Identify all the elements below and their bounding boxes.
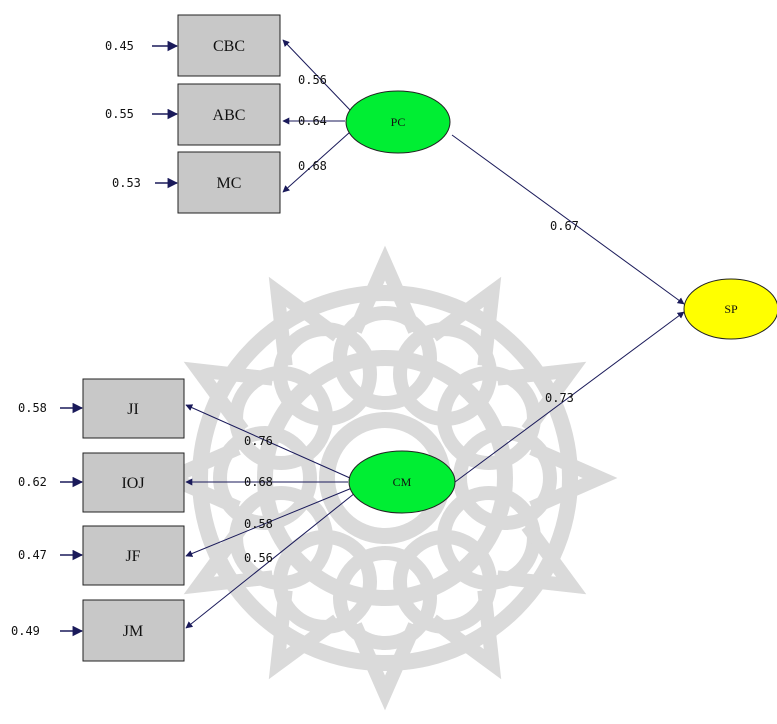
path-value-pc-sp: 0.67 (550, 219, 579, 233)
loading-value-abc: 0.64 (298, 114, 327, 128)
error-value-mc: 0.53 (112, 176, 141, 190)
indicator-label: ABC (213, 107, 246, 124)
indicator-jm: JM (82, 599, 185, 662)
error-value-cbc: 0.45 (105, 39, 134, 53)
error-value-jm: 0.49 (11, 624, 40, 638)
error-value-ioj: 0.62 (18, 475, 47, 489)
loading-value-jm: 0.56 (244, 551, 273, 565)
indicator-label: IOJ (121, 475, 144, 492)
loading-value-jf: 0.58 (244, 517, 273, 531)
error-value-jf: 0.47 (18, 548, 47, 562)
indicator-label: MC (217, 175, 242, 192)
loading-cm-ji (185, 404, 351, 479)
indicator-jf: JF (82, 525, 185, 586)
path-pc-to-sp (451, 134, 685, 305)
error-value-ji: 0.58 (18, 401, 47, 415)
path-value-cm-sp: 0.73 (545, 391, 574, 405)
latent-label: CM (393, 475, 412, 489)
indicator-label: CBC (213, 38, 245, 55)
latent-label: SP (724, 302, 738, 316)
indicator-mc: MC (177, 151, 281, 214)
indicator-ioj: IOJ (82, 452, 185, 513)
loading-value-ji: 0.76 (244, 434, 273, 448)
indicator-label: JM (123, 623, 143, 640)
loading-cm-jf (185, 487, 353, 557)
path-cm-to-sp (454, 311, 685, 483)
indicator-label: JF (125, 548, 140, 565)
latent-pc: PC (345, 90, 451, 154)
latent-label: PC (391, 115, 406, 129)
latent-cm: CM (348, 450, 456, 514)
latent-sp: SP (683, 278, 777, 340)
loading-value-ioj: 0.68 (244, 475, 273, 489)
loading-cm-jm (185, 492, 356, 629)
loading-pc-mc (282, 131, 351, 193)
indicator-cbc: CBC (177, 14, 281, 77)
loading-value-mc: 0.68 (298, 159, 327, 173)
indicator-ji: JI (82, 378, 185, 439)
indicator-abc: ABC (177, 83, 281, 146)
loading-value-cbc: 0.56 (298, 73, 327, 87)
loading-pc-cbc (282, 39, 351, 111)
indicator-label: JI (127, 401, 139, 418)
error-value-abc: 0.55 (105, 107, 134, 121)
mandala-watermark-icon (152, 245, 618, 711)
